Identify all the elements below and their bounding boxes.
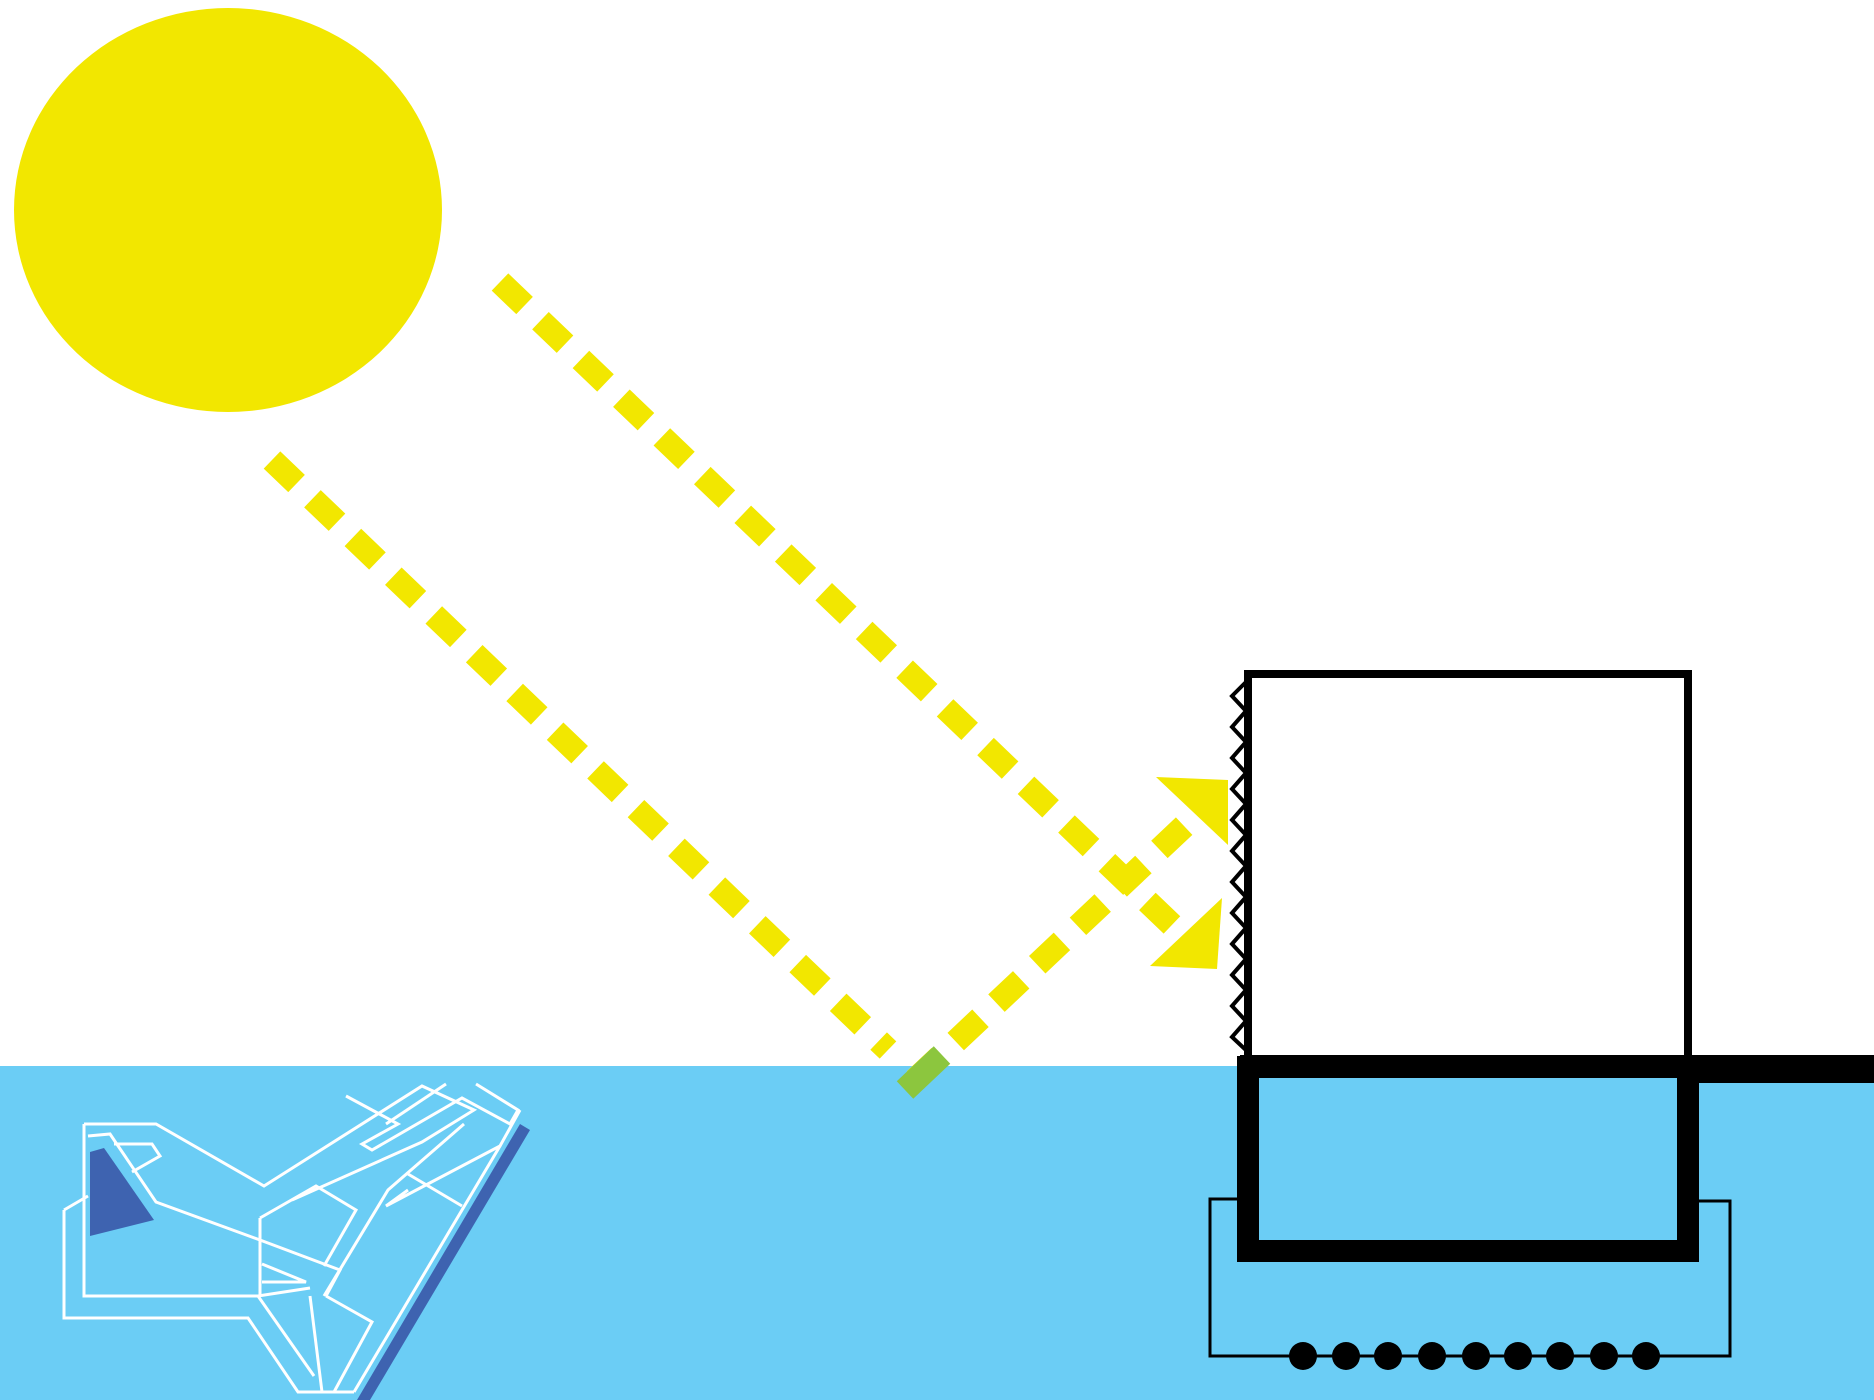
float [1332,1342,1360,1370]
seabed-rock-icon [62,1082,530,1400]
sun-ray-upper [491,273,1181,934]
float-chain [1289,1342,1660,1370]
float [1418,1342,1446,1370]
pontoon-hull [1237,1056,1699,1262]
sun-icon [14,8,442,412]
rock-shadow-edge [357,1124,530,1400]
float [1632,1342,1660,1370]
sun-ray-lower [263,451,897,1059]
reflection-point-segment [896,1046,951,1099]
float [1546,1342,1574,1370]
zigzag-facade [1229,678,1250,1054]
pier-deck [1696,1055,1874,1083]
arrowhead-reflected-icon [1156,777,1228,845]
float [1462,1342,1490,1370]
float [1374,1342,1402,1370]
rock-shadow-facet [90,1148,154,1236]
arrowhead-direct-icon [1150,898,1222,969]
reflected-ray [906,788,1224,1089]
float [1504,1342,1532,1370]
float [1590,1342,1618,1370]
float [1289,1342,1317,1370]
